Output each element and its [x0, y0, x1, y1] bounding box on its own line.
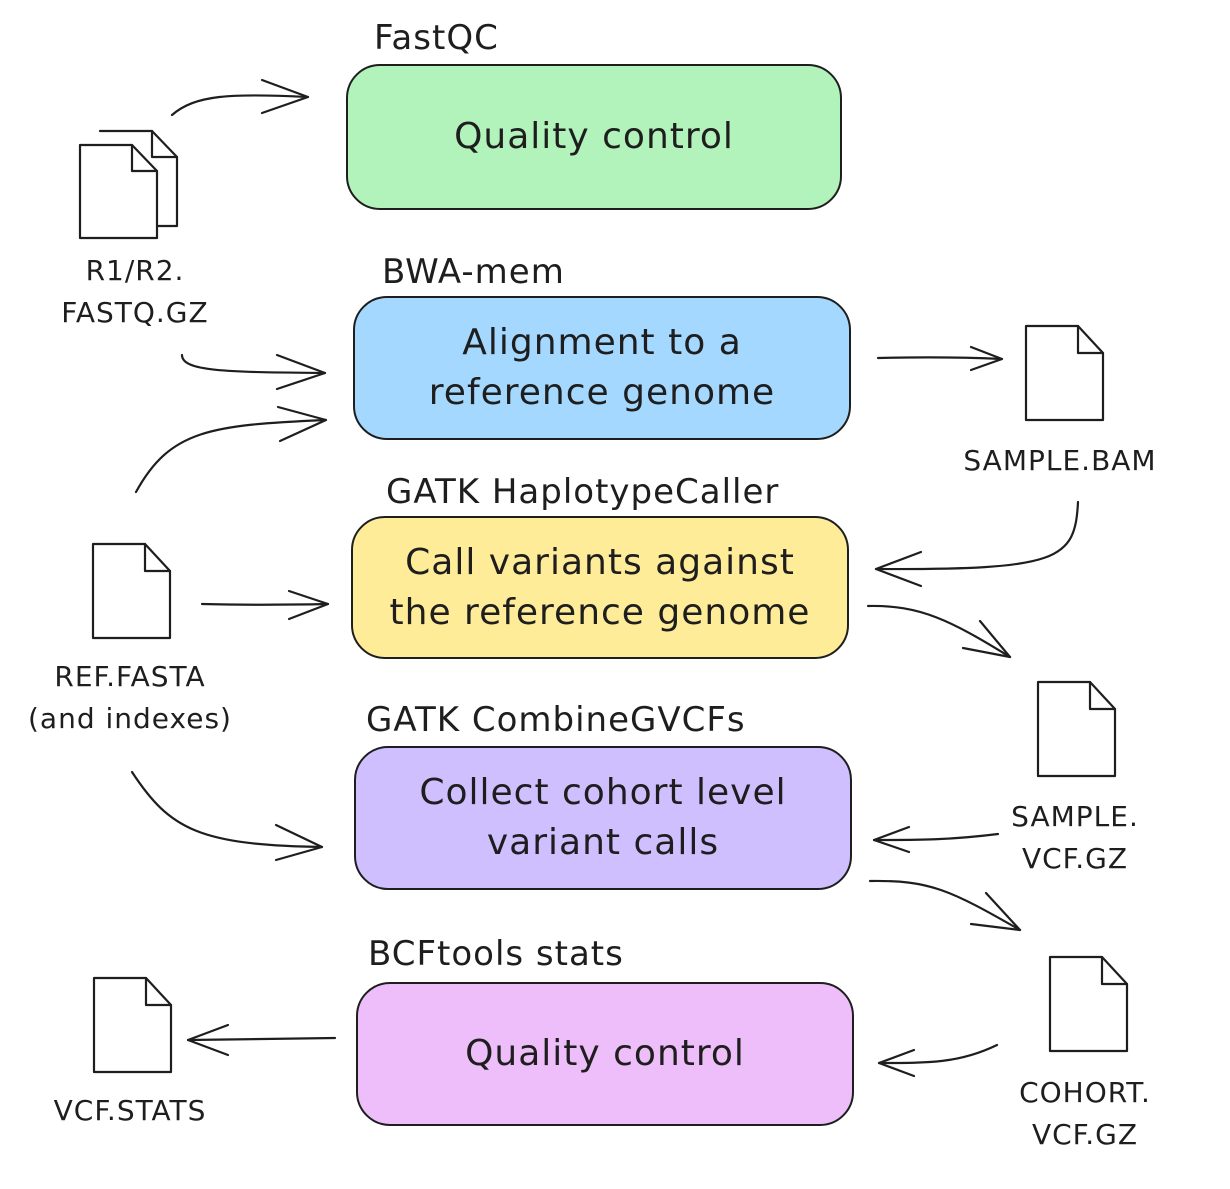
file-label-sample-vcf: SAMPLE. VCF.GZ [1011, 800, 1139, 875]
document-icon [1048, 955, 1129, 1053]
arrow-bcftools-to-stats [186, 1023, 337, 1057]
step-box-quality-control-bcftools[interactable]: Quality control [356, 982, 854, 1126]
arrow-cohortvcf-to-bcftools [877, 1043, 999, 1078]
arrow-ref-to-combine [130, 770, 324, 862]
tool-label-fastqc: FastQC [374, 18, 499, 58]
step-text: Quality control [454, 116, 734, 157]
arrow-samplevcf-to-combine [872, 825, 1000, 854]
step-text: Call variants against the reference geno… [389, 541, 811, 633]
file-label-ref: REF.FASTA (and indexes) [28, 660, 232, 735]
step-text: Alignment to a reference genome [428, 322, 776, 413]
arrow-bam-to-call [874, 500, 1080, 588]
file-label-fastq: R1/R2. FASTQ.GZ [61, 254, 209, 329]
step-box-collect-cohort[interactable]: Collect cohort level variant calls [354, 746, 852, 890]
tool-label-combinegvcfs: GATK CombineGVCFs [366, 700, 746, 740]
arrow-call-to-samplevcf [866, 604, 1012, 659]
document-icon [92, 976, 173, 1074]
arrow-align-to-bam [876, 345, 1004, 372]
file-label-bam: SAMPLE.BAM [963, 444, 1157, 477]
step-box-alignment[interactable]: Alignment to a reference genome [353, 296, 851, 440]
arrow-fastq-to-qc [170, 78, 310, 117]
arrow-ref-to-call [200, 589, 330, 621]
step-box-quality-control[interactable]: Quality control [346, 64, 842, 210]
document-icon [1036, 680, 1117, 778]
arrow-combine-to-cohortvcf [868, 879, 1022, 932]
step-text: Quality control [465, 1033, 745, 1074]
file-label-cohort-vcf: COHORT. VCF.GZ [1019, 1076, 1151, 1151]
step-text: Collect cohort level variant calls [419, 772, 787, 863]
step-box-call-variants[interactable]: Call variants against the reference geno… [351, 516, 849, 659]
arrow-ref-to-align [134, 405, 328, 494]
document-icon [91, 542, 172, 640]
tool-label-bwa-mem: BWA-mem [382, 252, 565, 292]
arrow-fastq-to-align [180, 353, 327, 391]
tool-label-haplotypecaller: GATK HaplotypeCaller [386, 472, 780, 512]
file-label-stats: VCF.STATS [53, 1094, 207, 1127]
tool-label-bcftools-stats: BCFtools stats [368, 934, 624, 974]
document-icon [1024, 324, 1105, 422]
documents-icon [78, 129, 179, 240]
